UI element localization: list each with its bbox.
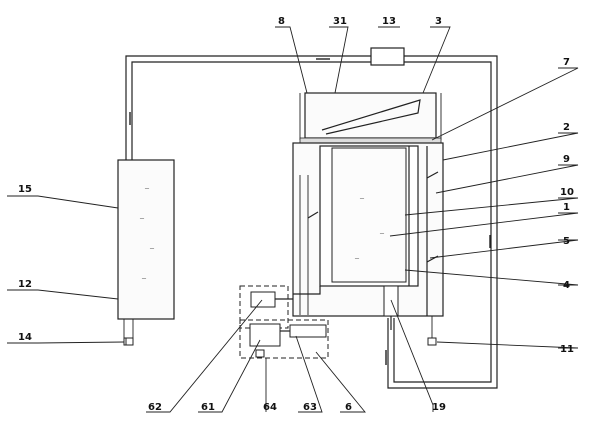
svg-text:–: – <box>139 213 145 222</box>
labels: 8 31 13 3 7 2 9 10 1 5 4 11 15 12 14 62 … <box>18 16 574 413</box>
top-chamber <box>299 92 442 145</box>
label-64: 64 <box>263 402 277 413</box>
label-5: 5 <box>563 236 570 247</box>
label-10: 10 <box>560 187 574 198</box>
label-6: 6 <box>345 402 352 413</box>
label-9: 9 <box>563 154 570 165</box>
svg-text:–: – <box>354 253 360 262</box>
svg-text:–: – <box>379 228 385 237</box>
label-31: 31 <box>333 16 347 27</box>
valve-14 <box>125 337 134 346</box>
label-19: 19 <box>432 402 446 413</box>
label-1: 1 <box>563 202 570 213</box>
label-62: 62 <box>148 402 162 413</box>
svg-text:–: – <box>144 183 150 192</box>
label-15: 15 <box>18 184 32 195</box>
leader-lines <box>7 26 579 413</box>
label-7: 7 <box>563 57 570 68</box>
outer-tank: – – – <box>292 142 444 317</box>
valve-13 <box>370 47 405 66</box>
label-63: 63 <box>303 402 317 413</box>
label-3: 3 <box>435 16 442 27</box>
left-tank: – – – – <box>117 159 175 346</box>
label-4: 4 <box>563 280 570 291</box>
label-61: 61 <box>201 402 215 413</box>
label-11: 11 <box>560 344 574 355</box>
label-12: 12 <box>18 279 32 290</box>
label-13: 13 <box>382 16 396 27</box>
svg-text:–: – <box>149 243 155 252</box>
label-14: 14 <box>18 332 32 343</box>
label-8: 8 <box>278 16 285 27</box>
svg-text:–: – <box>141 273 147 282</box>
pump-assembly <box>239 285 329 359</box>
label-2: 2 <box>563 122 570 133</box>
top-pipe <box>125 55 498 389</box>
valve-11 <box>427 337 437 346</box>
svg-text:–: – <box>359 193 365 202</box>
outlet-19 <box>383 285 399 330</box>
